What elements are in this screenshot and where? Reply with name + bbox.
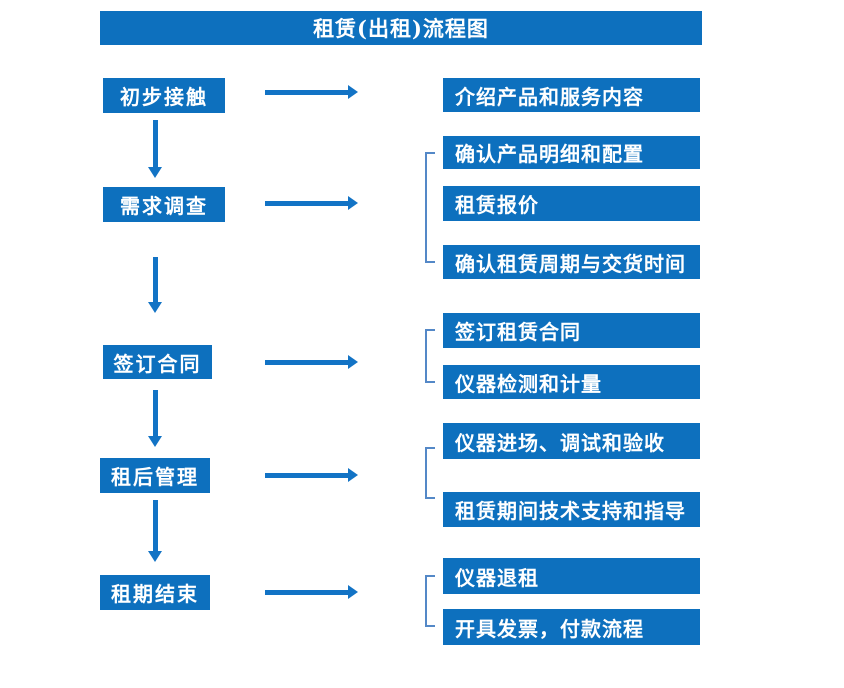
right-arrow-shaft [265, 590, 348, 595]
right-arrow-head-icon [348, 355, 358, 369]
step-box-initial-contact: 初步接触 [103, 78, 225, 113]
detail-box-invoice-payment: 开具发票，付款流程 [443, 609, 700, 645]
detail-box-confirm-details-config: 确认产品明细和配置 [443, 136, 700, 169]
step-box-sign-contract: 签订合同 [103, 345, 212, 379]
detail-box-sign-rental-contract: 签订租赁合同 [443, 313, 700, 348]
right-arrow-shaft [265, 360, 348, 365]
down-arrow-shaft [153, 120, 158, 167]
flowchart-title: 租赁(出租)流程图 [100, 11, 702, 45]
down-arrow-shaft [153, 257, 158, 302]
right-arrow-shaft [265, 473, 348, 478]
group-bracket-post-rental-management [425, 447, 435, 499]
detail-box-instrument-return: 仪器退租 [443, 558, 700, 594]
step-box-post-rental-management: 租后管理 [100, 458, 210, 493]
right-arrow-head-icon [348, 196, 358, 210]
right-arrow-head-icon [348, 468, 358, 482]
detail-box-introduce-products: 介绍产品和服务内容 [443, 78, 700, 112]
step-box-demand-survey: 需求调查 [103, 187, 225, 222]
down-arrow-head-icon [148, 167, 162, 178]
group-bracket-sign-contract [425, 329, 435, 383]
right-arrow-head-icon [348, 85, 358, 99]
right-arrow-head-icon [348, 585, 358, 599]
down-arrow-head-icon [148, 302, 162, 313]
detail-box-instrument-setup-acceptance: 仪器进场、调试和验收 [443, 423, 700, 459]
group-bracket-demand-survey [425, 152, 435, 263]
detail-box-instrument-testing: 仪器检测和计量 [443, 365, 700, 399]
right-arrow-shaft [265, 90, 348, 95]
down-arrow-head-icon [148, 551, 162, 562]
right-arrow-shaft [265, 201, 348, 206]
down-arrow-head-icon [148, 436, 162, 447]
down-arrow-shaft [153, 500, 158, 551]
down-arrow-shaft [153, 390, 158, 436]
detail-box-rental-quotation: 租赁报价 [443, 186, 700, 221]
step-box-rental-end: 租期结束 [100, 575, 210, 610]
detail-box-technical-support: 租赁期间技术支持和指导 [443, 492, 700, 527]
group-bracket-rental-end [425, 575, 435, 627]
detail-box-confirm-period-delivery: 确认租赁周期与交货时间 [443, 245, 700, 279]
